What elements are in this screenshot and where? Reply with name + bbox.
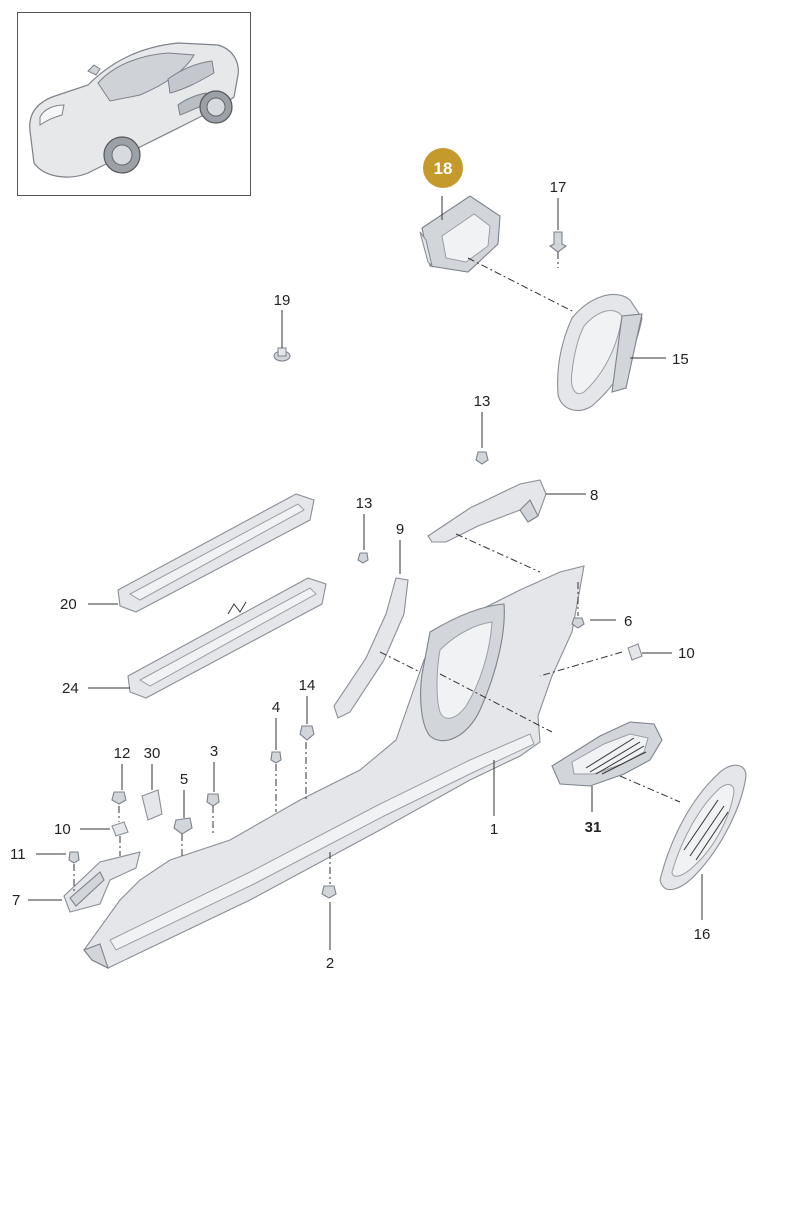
callout-9: 9: [396, 521, 404, 538]
callout-18: 18: [434, 159, 453, 178]
callout-15: 15: [672, 351, 689, 368]
part-12-clip[interactable]: [111, 791, 127, 805]
callout-17: 17: [550, 179, 567, 196]
callout-12: 12: [114, 745, 131, 762]
highlight-badge-18[interactable]: 18: [423, 148, 463, 188]
callout-16: 16: [694, 926, 711, 943]
callout-3: 3: [210, 743, 218, 760]
part-16-intake-cover[interactable]: [659, 764, 747, 891]
part-17-clip[interactable]: [548, 231, 568, 253]
part-7-bracket[interactable]: [63, 851, 141, 913]
part-3-clip[interactable]: [206, 793, 220, 807]
car-thumbnail-icon: [29, 42, 239, 178]
part-8-bracket[interactable]: [427, 479, 547, 543]
callout-1: 1: [490, 821, 498, 838]
part-24-sill-plate[interactable]: [127, 577, 327, 699]
callout-11: 11: [10, 846, 26, 863]
part-5-clip[interactable]: [173, 817, 193, 835]
part-10-clip-right[interactable]: [627, 643, 643, 661]
callout-20: 20: [60, 596, 77, 613]
part-11-clip[interactable]: [68, 851, 80, 864]
callout-labels: 17 19 15 13 8 13 9 20 6 10 24 14 4 12 30…: [10, 179, 710, 972]
part-1-side-panel[interactable]: [83, 565, 585, 970]
part-14-clip[interactable]: [299, 725, 315, 741]
vehicle-thumbnail-frame: [17, 12, 251, 196]
badge-circle: [423, 148, 463, 188]
part-31-grille[interactable]: [551, 721, 663, 787]
callout-8: 8: [590, 487, 598, 504]
callout-13-lower: 13: [356, 495, 373, 512]
callout-7: 7: [12, 892, 20, 909]
callout-31: 31: [585, 819, 602, 836]
callout-10-left: 10: [54, 821, 71, 838]
part-10-clip-left[interactable]: [111, 821, 129, 837]
callout-6: 6: [624, 613, 632, 630]
callout-30: 30: [144, 745, 161, 762]
callout-5: 5: [180, 771, 188, 788]
callout-2: 2: [326, 955, 334, 972]
part-4-clip[interactable]: [270, 751, 282, 764]
part-9-trim-strip[interactable]: [333, 577, 409, 719]
part-6-clip[interactable]: [571, 617, 585, 629]
part-13-clip-lower[interactable]: [357, 552, 369, 564]
assembly-lines: [73, 252, 681, 892]
part-20-sill-plate[interactable]: [117, 493, 315, 613]
part-19-bolt[interactable]: [273, 347, 291, 362]
callout-10-right: 10: [678, 645, 695, 662]
callout-13-upper: 13: [474, 393, 491, 410]
callout-19: 19: [274, 292, 291, 309]
part-2-clip[interactable]: [321, 885, 337, 899]
callout-24: 24: [62, 680, 79, 697]
leader-lines: [28, 196, 703, 950]
callout-4: 4: [272, 699, 280, 716]
part-18-air-duct[interactable]: [419, 195, 501, 273]
part-30-cover[interactable]: [141, 789, 163, 821]
part-13-clip-upper[interactable]: [475, 451, 489, 465]
callout-14: 14: [299, 677, 316, 694]
part-15-intake-trim[interactable]: [557, 293, 643, 411]
